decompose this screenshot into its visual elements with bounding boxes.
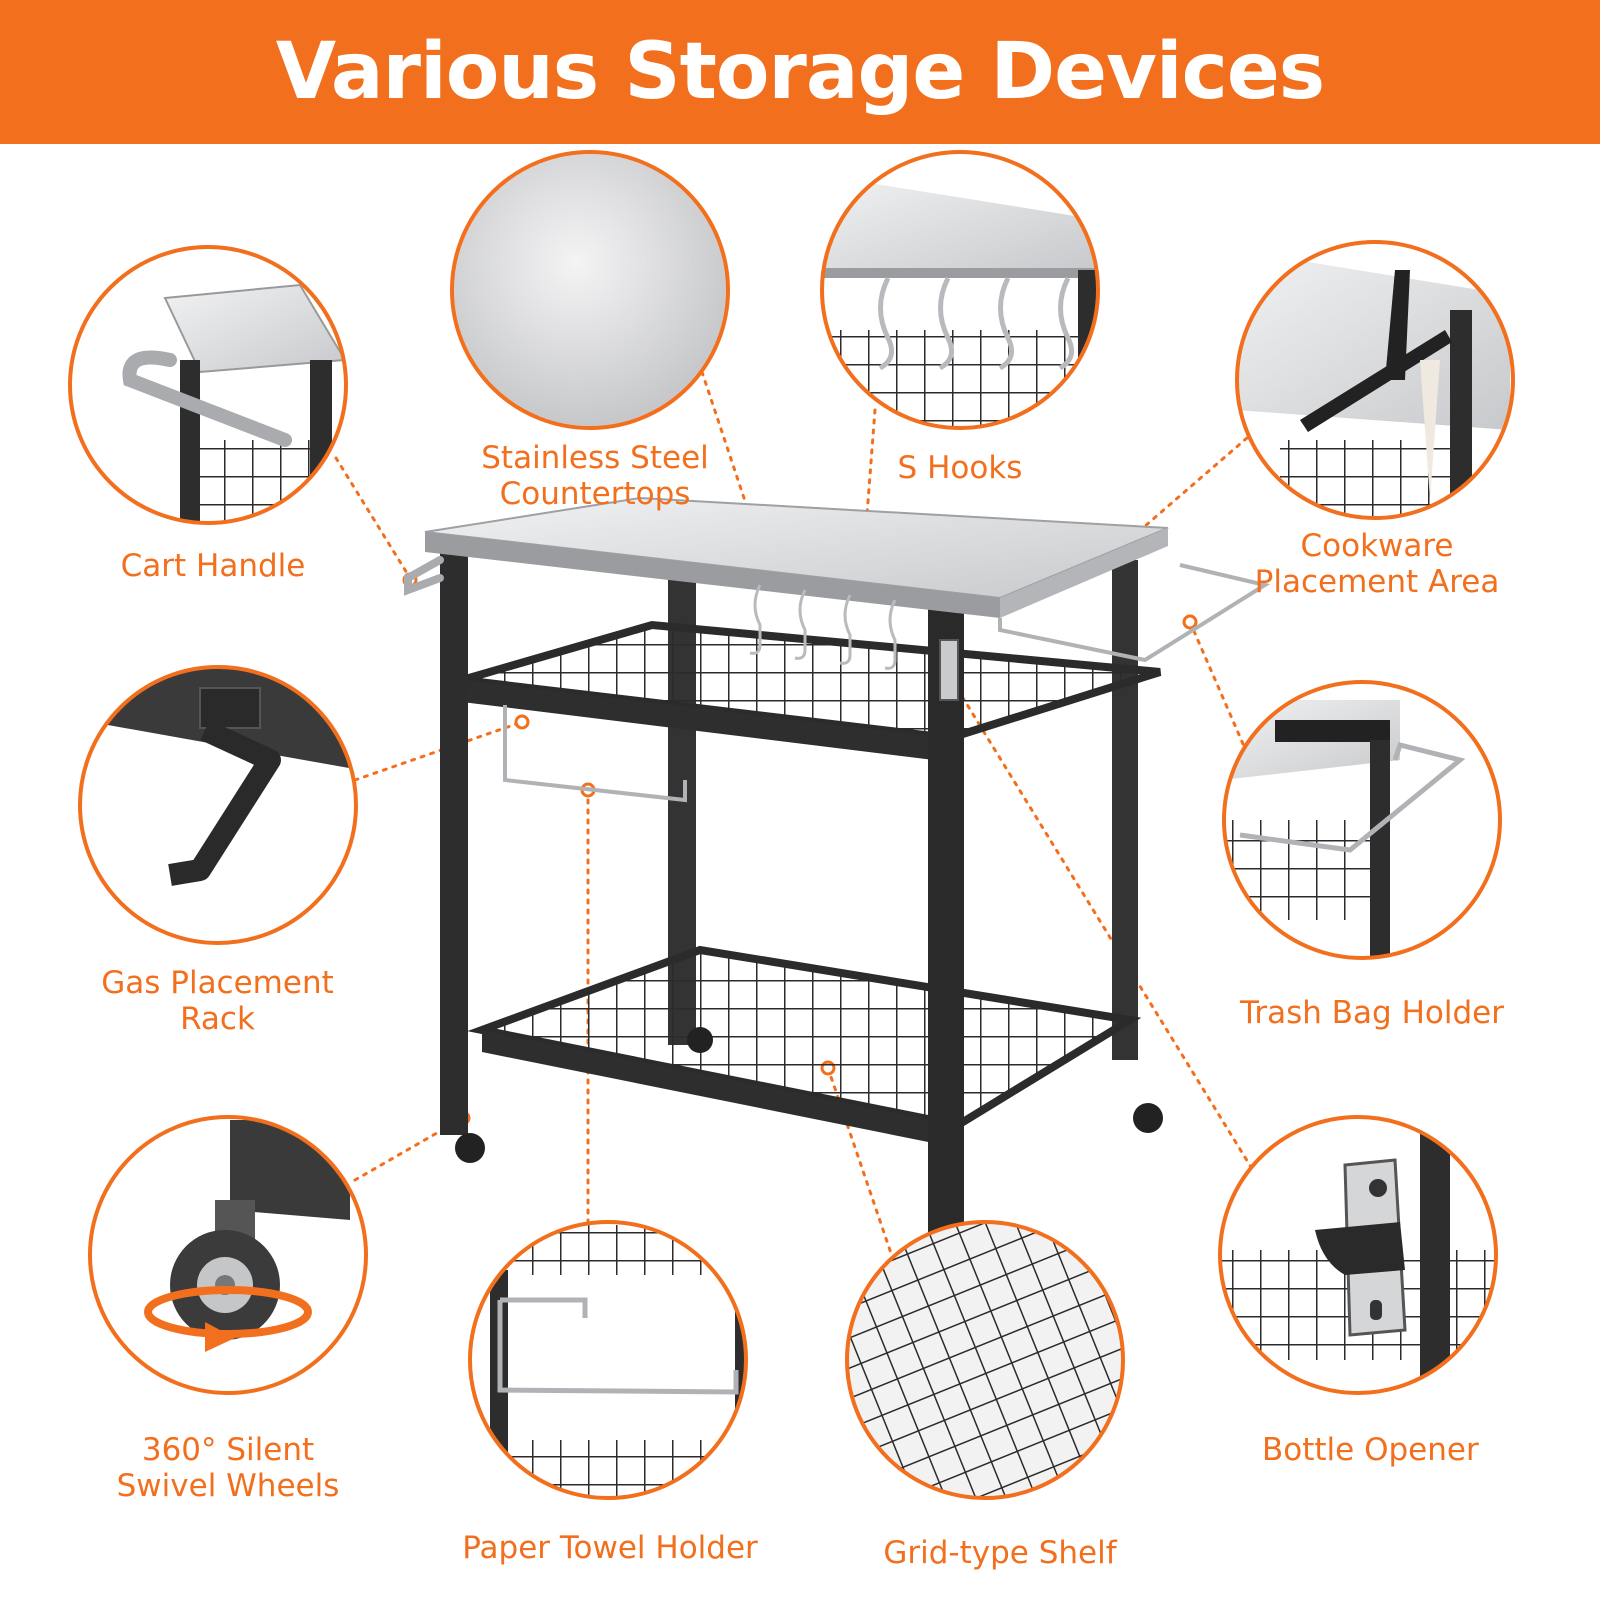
detail-s-hooks — [820, 150, 1100, 430]
label-cart-handle: Cart Handle — [120, 548, 306, 584]
detail-gas-rack — [78, 665, 358, 945]
callout-leaders — [334, 370, 1264, 1267]
header-banner: Various Storage Devices — [0, 0, 1600, 144]
label-grid-shelf: Grid-type Shelf — [883, 1535, 1117, 1571]
label-trash-bag: Trash Bag Holder — [1240, 995, 1504, 1031]
detail-wheels — [88, 1115, 368, 1395]
detail-cookware — [1235, 240, 1515, 520]
detail-countertop — [450, 150, 730, 430]
label-cookware: Cookware Placement Area — [1254, 528, 1500, 600]
detail-grid-shelf — [845, 1220, 1125, 1500]
detail-cart-handle — [68, 245, 348, 525]
label-s-hooks: S Hooks — [897, 450, 1023, 486]
detail-paper-towel — [468, 1220, 748, 1500]
label-wheels: 360° Silent Swivel Wheels — [116, 1432, 340, 1504]
label-countertop: Stainless Steel Countertops — [481, 440, 709, 512]
label-paper-towel: Paper Towel Holder — [462, 1530, 758, 1566]
banner-title: Various Storage Devices — [275, 27, 1325, 117]
label-gas-rack: Gas Placement Rack — [101, 965, 334, 1037]
label-bottle-opener: Bottle Opener — [1262, 1432, 1479, 1468]
detail-trash-bag — [1222, 680, 1502, 960]
cart-illustration — [404, 496, 1271, 1277]
detail-bottle-opener — [1218, 1115, 1498, 1395]
